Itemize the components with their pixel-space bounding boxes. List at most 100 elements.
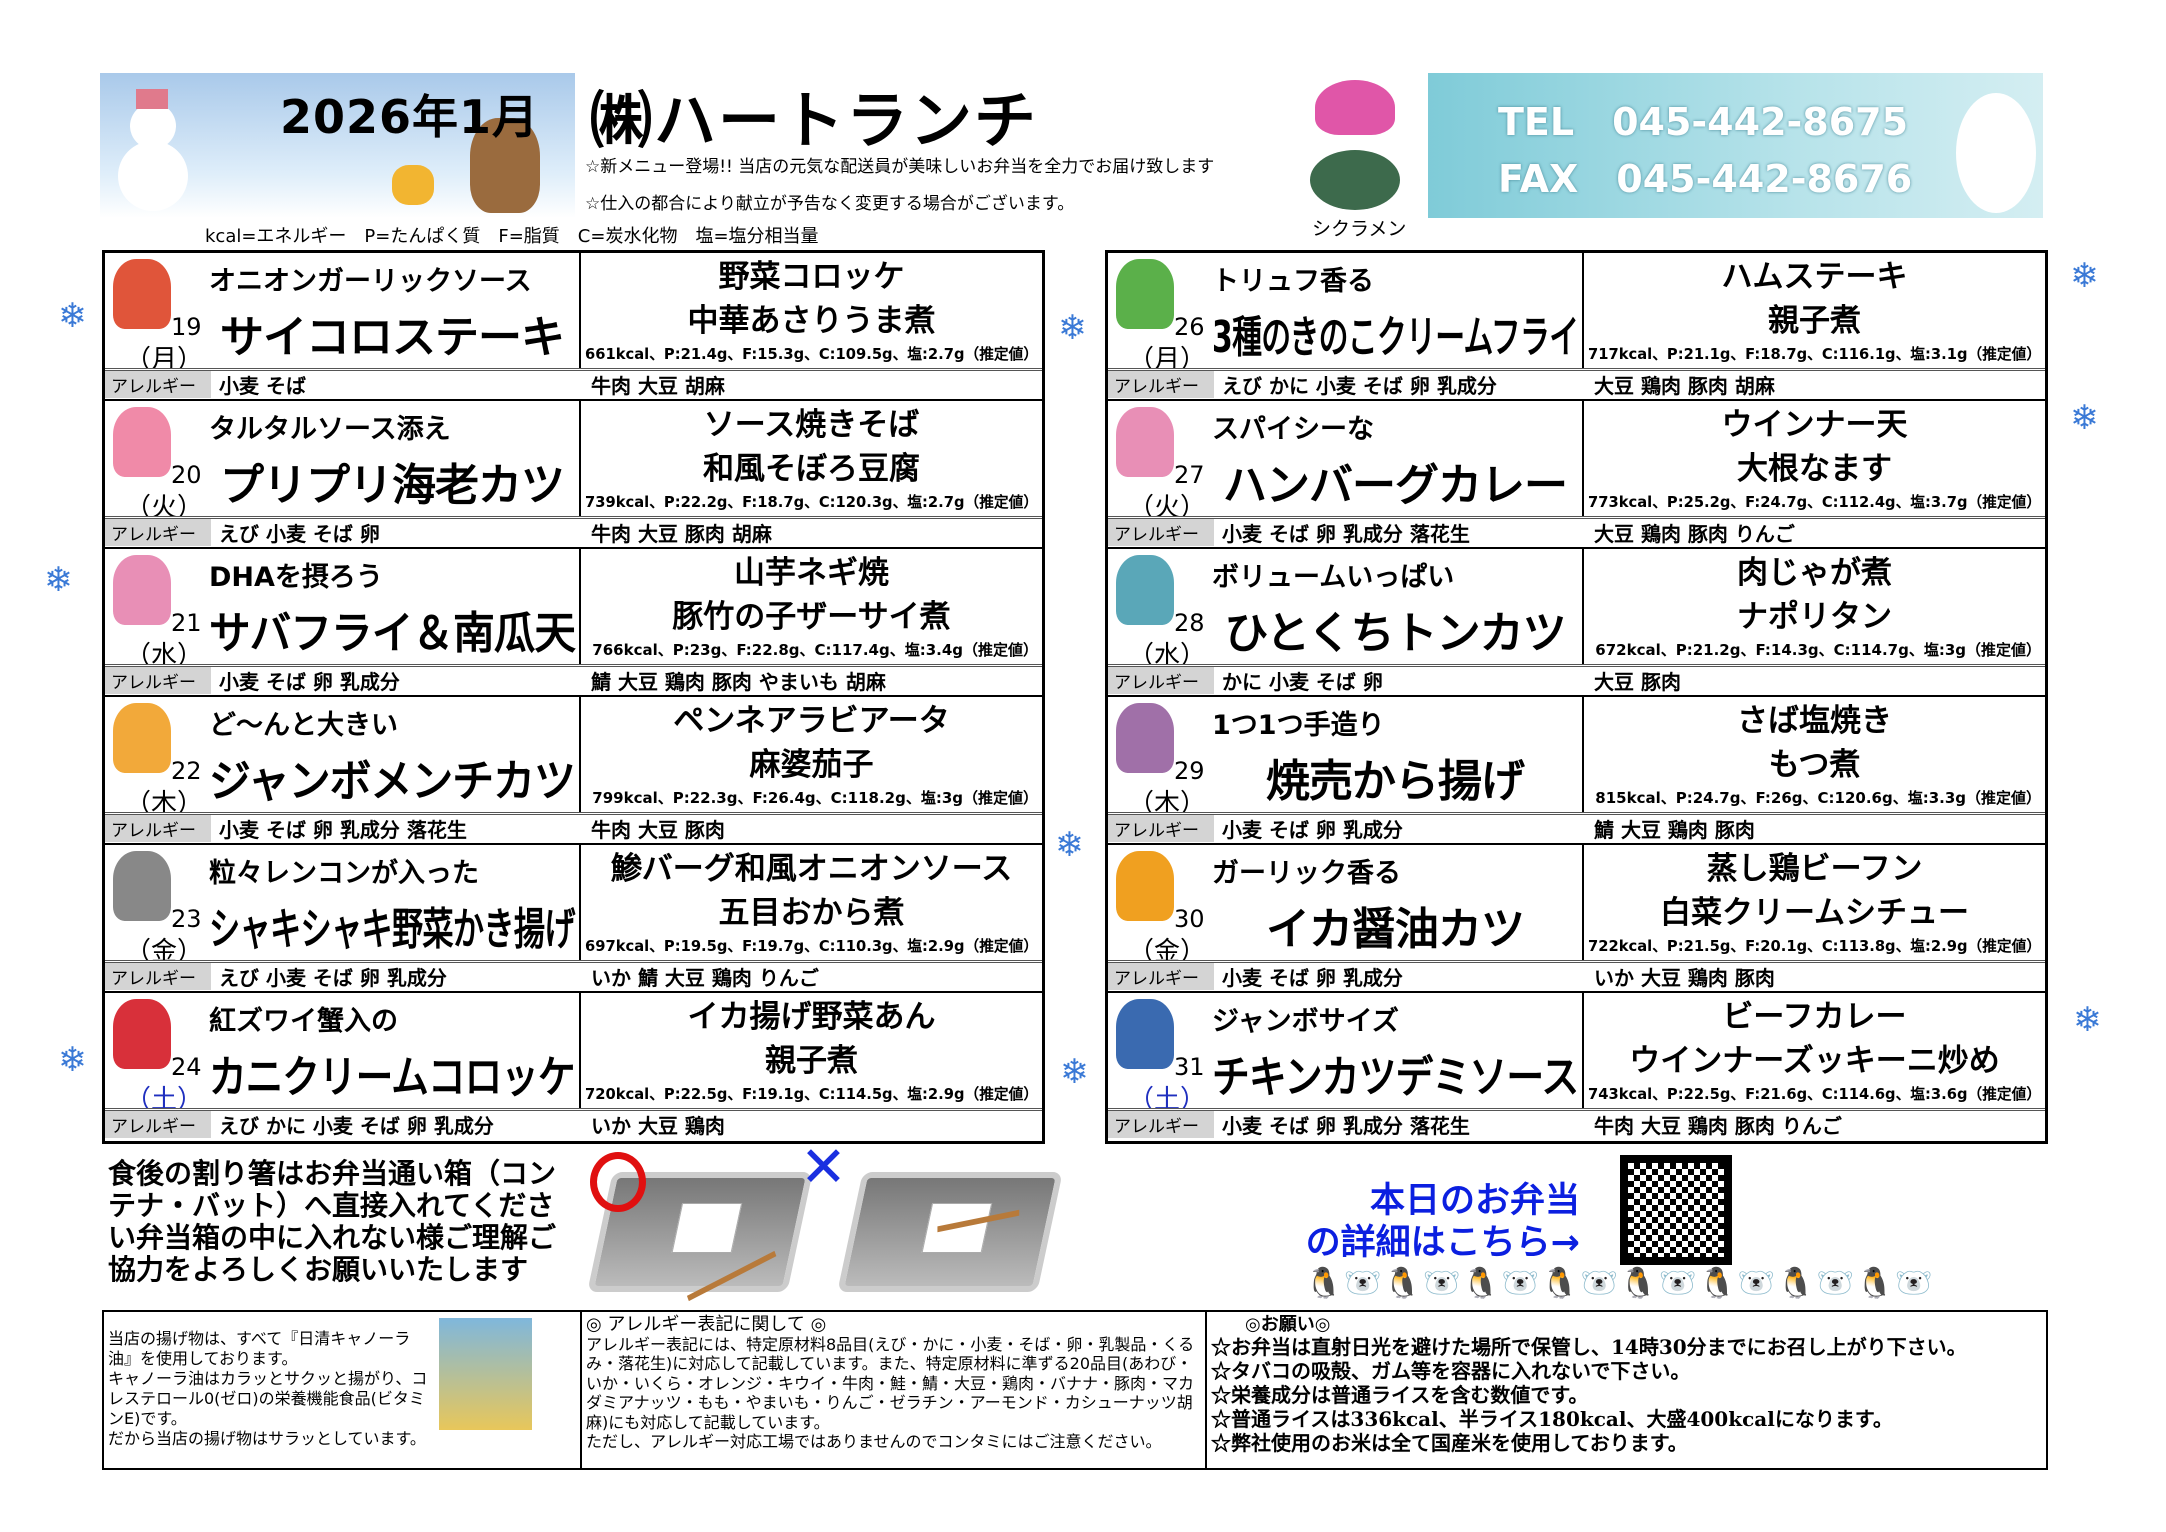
main-dish: ハンバーグカレー [1223, 460, 1568, 511]
weekday: （木） [1128, 789, 1207, 812]
allergy-label: アレルギー [1108, 815, 1214, 842]
side-dish-cell: 野菜コロッケ 中華あさりうま煮 661kcal、P:21.4g、F:15.3g、… [581, 253, 1042, 368]
side-dish: 親子煮 [765, 1043, 858, 1079]
day-block: 24 （土） 紅ズワイ蟹入の カニクリームコロッケ イカ揚げ野菜あん 親子煮 7… [105, 993, 1042, 1141]
nutrition-info: 739kcal、P:22.2g、F:18.7g、C:120.3g、塩:2.7g（… [585, 493, 1039, 511]
menu-row: 29 （木） 1つ1つ手造り 焼売から揚げ さば塩焼き もつ煮 815kcal、… [1108, 697, 2045, 815]
request-item: ☆栄養成分は普通ライスを含む数値です。 [1211, 1383, 1589, 1407]
main-dish-subtitle: トリュフ香る [1212, 266, 1374, 297]
side-dish: 野菜コロッケ [718, 259, 905, 295]
weekday: （月） [125, 345, 204, 368]
request-item: ☆タバコの吸殻、ガム等を容器に入れないで下さい。 [1211, 1359, 1691, 1383]
header-banner-left: 2026年1月 [100, 73, 575, 218]
side-dish: 肉じゃが煮 [1737, 555, 1892, 591]
main-allergens: えび かに 小麦 そば 卵 乳成分 [1222, 374, 1497, 398]
main-allergens: 小麦 そば 卵 乳成分 落花生 [1222, 522, 1470, 546]
main-dish-cell: 22 （木） ど～んと大きい ジャンボメンチカツ [105, 697, 581, 812]
side-dish-cell: 蒸し鶏ビーフン 白菜クリームシチュー 722kcal、P:21.5g、F:20.… [1584, 845, 2045, 960]
side-dish: 蒸し鶏ビーフン [1706, 851, 1923, 887]
snowman-illustration [118, 89, 188, 211]
nutrition-info: 672kcal、P:21.2g、F:14.3g、C:114.7g、塩:3g（推定… [1595, 641, 2041, 659]
snowflake-icon: ❄ [44, 560, 73, 600]
side-dish: ソース焼きそば [703, 407, 920, 443]
snowflake-icon: ❄ [58, 296, 87, 336]
nutrition-legend: kcal=エネルギー P=たんぱく質 F=脂質 C=炭水化物 塩=塩分相当量 [205, 226, 819, 247]
menu-table-left: 19 （月） オニオンガーリックソース サイコロステーキ 野菜コロッケ 中華あさ… [102, 250, 1045, 1144]
main-dish-subtitle: ジャンボサイズ [1212, 1006, 1399, 1037]
main-dish-subtitle: スパイシーな [1212, 414, 1374, 445]
day-number: 24 [171, 1053, 202, 1081]
allergy-row: アレルギー 小麦 そば 卵 乳成分 いか 大豆 鶏肉 豚肉 [1108, 963, 2045, 990]
weekday: （水） [125, 641, 204, 664]
today-details-link[interactable]: 本日のお弁当の詳細はこちら→ [1290, 1180, 1580, 1264]
allergy-row: アレルギー えび かに 小麦 そば 卵 乳成分 大豆 鶏肉 豚肉 胡麻 [1108, 371, 2045, 398]
main-dish-cell: 24 （土） 紅ズワイ蟹入の カニクリームコロッケ [105, 993, 581, 1108]
side-allergens: 鯖 大豆 鶏肉 豚肉 [1594, 818, 1755, 842]
fox-illustration [392, 165, 434, 205]
day-block: 30 （金） ガーリック香る イカ醤油カツ 蒸し鶏ビーフン 白菜クリームシチュー… [1108, 845, 2045, 993]
winter-sport-illustration [113, 851, 171, 921]
qr-code[interactable] [1620, 1155, 1732, 1265]
day-number: 31 [1174, 1053, 1205, 1081]
menu-row: 28 （水） ボリュームいっぱい ひとくちトンカツ 肉じゃが煮 ナポリタン 67… [1108, 549, 2045, 667]
nutrition-info: 766kcal、P:23g、F:22.8g、C:117.4g、塩:3.4g（推定… [592, 641, 1038, 659]
weekday: （金） [125, 937, 204, 960]
requests-title: ◎お願い◎ [1245, 1314, 1331, 1335]
weekday: （木） [125, 789, 204, 812]
main-allergens: 小麦 そば [219, 374, 306, 398]
main-dish-subtitle: ボリュームいっぱい [1212, 562, 1455, 593]
day-number: 29 [1174, 757, 1205, 785]
day-block: 28 （水） ボリュームいっぱい ひとくちトンカツ 肉じゃが煮 ナポリタン 67… [1108, 549, 2045, 697]
side-dish: ウインナー天 [1721, 407, 1908, 443]
allergy-label: アレルギー [105, 963, 211, 990]
main-dish: チキンカツデミソース [1212, 1052, 1579, 1103]
snowflake-icon: ❄ [2073, 1000, 2102, 1040]
snowflake-icon: ❄ [58, 1040, 87, 1080]
side-dish: ウインナーズッキーニ炒め [1629, 1043, 2000, 1079]
nutrition-info: 773kcal、P:25.2g、F:24.7g、C:112.4g、塩:3.7g（… [1588, 493, 2042, 511]
oil-text: 当店の揚げ物は、すべて『日清キャノーラ油』を使用しております。 [108, 1329, 411, 1368]
day-number: 19 [171, 313, 202, 341]
day-block: 29 （木） 1つ1つ手造り 焼売から揚げ さば塩焼き もつ煮 815kcal、… [1108, 697, 2045, 845]
side-allergens: 牛肉 大豆 豚肉 胡麻 [591, 522, 772, 546]
day-block: 23 （金） 粒々レンコンが入った シャキシャキ野菜かき揚げ 鯵バーグ和風オニオ… [105, 845, 1042, 993]
allergy-row: アレルギー 小麦 そば 牛肉 大豆 胡麻 [105, 371, 1042, 398]
side-dish-cell: 肉じゃが煮 ナポリタン 672kcal、P:21.2g、F:14.3g、C:11… [1584, 549, 2045, 664]
snowflake-icon: ❄ [2070, 398, 2099, 438]
main-allergens: 小麦 そば 卵 乳成分 落花生 [219, 818, 467, 842]
notice-menu-change: ☆仕入の都合により献立が予告なく変更する場合がございます。 [585, 194, 1075, 214]
side-dish-cell: 山芋ネギ焼 豚竹の子ザーサイ煮 766kcal、P:23g、F:22.8g、C:… [581, 549, 1042, 664]
day-block: 19 （月） オニオンガーリックソース サイコロステーキ 野菜コロッケ 中華あさ… [105, 253, 1042, 401]
main-dish-cell: 29 （木） 1つ1つ手造り 焼売から揚げ [1108, 697, 1584, 812]
side-dish: 鯵バーグ和風オニオンソース [610, 851, 1013, 887]
main-dish: カニクリームコロッケ [209, 1052, 576, 1103]
requests-info: ◎お願い◎ ☆お弁当は直射日光を避けた場所で保管し、14時30分までにお召し上が… [1207, 1312, 2046, 1468]
main-dish-cell: 30 （金） ガーリック香る イカ醤油カツ [1108, 845, 1584, 960]
side-allergens: 牛肉 大豆 胡麻 [591, 374, 725, 398]
allergy-row: アレルギー 小麦 そば 卵 乳成分 落花生 大豆 鶏肉 豚肉 りんご [1108, 519, 2045, 546]
winter-sport-illustration [1116, 555, 1174, 625]
side-dish-cell: ハムステーキ 親子煮 717kcal、P:21.1g、F:18.7g、C:116… [1584, 253, 2045, 368]
snowflake-icon: ❄ [1058, 308, 1087, 348]
side-allergens: いか 大豆 鶏肉 豚肉 [1594, 966, 1775, 990]
allergy-label: アレルギー [1108, 1111, 1214, 1138]
main-dish: ひとくちトンカツ [1224, 608, 1566, 659]
allergy-label: アレルギー [1108, 963, 1214, 990]
main-dish-cell: 20 （火） タルタルソース添え プリプリ海老カツ [105, 401, 581, 516]
side-dish-cell: ウインナー天 大根なます 773kcal、P:25.2g、F:24.7g、C:1… [1584, 401, 2045, 516]
side-allergens: 鯖 大豆 鶏肉 豚肉 やまいも 胡麻 [591, 670, 886, 694]
weekday: （月） [1128, 345, 1207, 368]
weekday: （火） [1128, 493, 1207, 516]
wrong-cross-icon: ✕ [800, 1135, 847, 1200]
allergy-row: アレルギー えび かに 小麦 そば 卵 乳成分 いか 大豆 鶏肉 [105, 1111, 1042, 1138]
tel-number: TEL 045-442-8675 [1498, 100, 1909, 144]
side-dish-cell: ペンネアラビアータ 麻婆茄子 799kcal、P:22.3g、F:26.4g、C… [581, 697, 1042, 812]
main-dish: イカ醤油カツ [1266, 904, 1525, 955]
side-dish: 大根なます [1737, 451, 1892, 487]
side-dish: 白菜クリームシチュー [1659, 895, 1970, 931]
main-dish-cell: 23 （金） 粒々レンコンが入った シャキシャキ野菜かき揚げ [105, 845, 581, 960]
cyclamen-illustration [1300, 80, 1410, 210]
allergy-label: アレルギー [1108, 667, 1214, 694]
menu-row: 24 （土） 紅ズワイ蟹入の カニクリームコロッケ イカ揚げ野菜あん 親子煮 7… [105, 993, 1042, 1111]
menu-row: 31 （土） ジャンボサイズ チキンカツデミソース ビーフカレー ウインナーズッ… [1108, 993, 2045, 1111]
